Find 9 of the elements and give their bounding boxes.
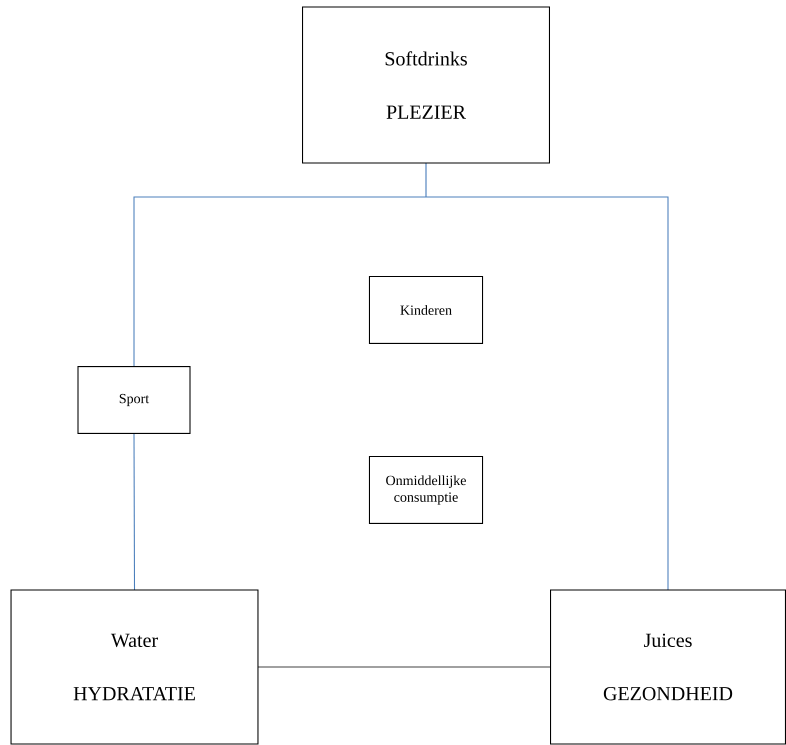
connector: [258, 666, 550, 668]
connector: [133, 434, 136, 590]
box: Softdrinks PLEZIER: [302, 6, 550, 164]
box: Kinderen: [368, 276, 484, 344]
connector: [425, 163, 669, 590]
box: Onmiddellijke consumptie: [368, 456, 484, 524]
box: Juices GEZONDHEID: [550, 589, 786, 745]
box: Water HYDRATATIE: [10, 589, 258, 745]
box: Sport: [77, 366, 191, 434]
